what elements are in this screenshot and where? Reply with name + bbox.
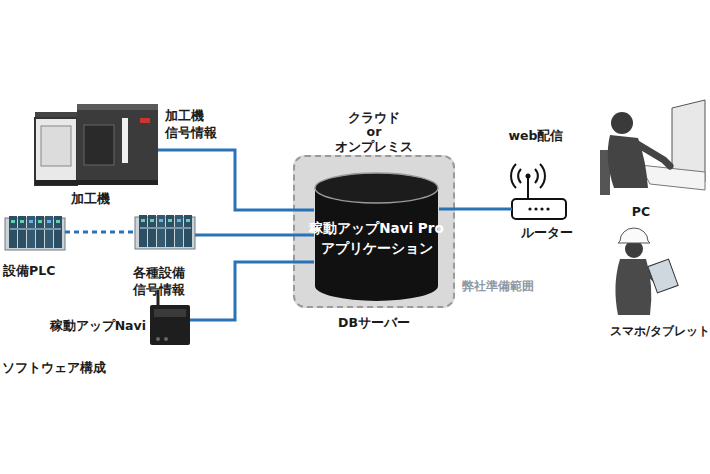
- plc-label: 設備PLC: [3, 263, 55, 280]
- tablet-person-helmet: [618, 228, 650, 243]
- plc-rack: [135, 215, 195, 249]
- plc-rack: [5, 216, 65, 250]
- scope-box: クラウド or オンプレミス弊社準備範囲DBサーバー稼動アップNavi Pro …: [293, 155, 455, 308]
- pc-person-arm: [634, 142, 670, 166]
- router-led: [534, 207, 537, 210]
- machine-window: [84, 125, 114, 165]
- signal-line: [195, 234, 314, 237]
- machine-rim: [77, 104, 158, 110]
- machine-node: 加工機: [35, 103, 158, 185]
- plc-label: 各種設備 信号情報: [133, 265, 185, 299]
- delivery-label: web配信: [509, 128, 564, 145]
- signal-line: [190, 262, 314, 320]
- device-node: 稼動アップNavi: [150, 292, 190, 346]
- database-cylinder: 稼動アップNavi Pro アプリケーション: [314, 172, 439, 302]
- figure-caption: ソフトウェア構成: [2, 359, 106, 377]
- wifi-arc: [511, 164, 516, 188]
- router-led: [528, 207, 531, 210]
- router-antenna: [527, 178, 529, 199]
- signal-line: [158, 150, 314, 210]
- wifi-arc: [540, 164, 545, 188]
- device-label: 稼動アップNavi: [50, 318, 146, 335]
- machine-label: 加工機: [71, 191, 110, 208]
- machine-base: [35, 180, 158, 185]
- tablet-device: [648, 259, 678, 293]
- pc-person-head: [611, 112, 633, 134]
- device-body: [150, 305, 190, 345]
- device-port: [156, 337, 160, 341]
- device-panel: [154, 309, 186, 317]
- wifi-arc: [535, 169, 538, 183]
- plc-node: 設備PLC: [5, 214, 65, 251]
- server-label: DBサーバー: [338, 315, 410, 332]
- router-label: ルーター: [521, 225, 573, 242]
- machine-door: [41, 126, 71, 166]
- cylinder-shape: [314, 172, 439, 302]
- router-led: [540, 207, 543, 210]
- edge-label: 加工機 信号情報: [165, 108, 217, 142]
- signal-line: [439, 208, 512, 211]
- router-led: [546, 207, 549, 210]
- machine-body: [77, 104, 158, 185]
- machine-panel: [35, 118, 77, 185]
- machine-strip: [122, 118, 128, 163]
- plc-node: 各種設備 信号情報: [135, 213, 195, 251]
- pc-desk: [640, 165, 705, 190]
- scope-label: 弊社準備範囲: [462, 278, 534, 294]
- hosting-label: クラウド or オンプレミス: [335, 111, 413, 154]
- signal-line: [65, 231, 135, 234]
- router-node: web配信ルーター: [512, 198, 566, 220]
- wifi-arc: [518, 169, 521, 183]
- router-body: [512, 199, 566, 219]
- tablet-node: スマホ/タブレット: [612, 225, 684, 317]
- machine-logo: [140, 118, 150, 123]
- cylinder-top: [315, 173, 438, 203]
- application-label: 稼動アップNavi Pro アプリケーション: [307, 218, 447, 259]
- pc-node: PC: [600, 100, 705, 195]
- device-port: [164, 337, 168, 341]
- pc-label: PC: [632, 204, 650, 221]
- wifi-dot: [526, 174, 531, 179]
- tablet-label: スマホ/タブレット: [610, 323, 710, 339]
